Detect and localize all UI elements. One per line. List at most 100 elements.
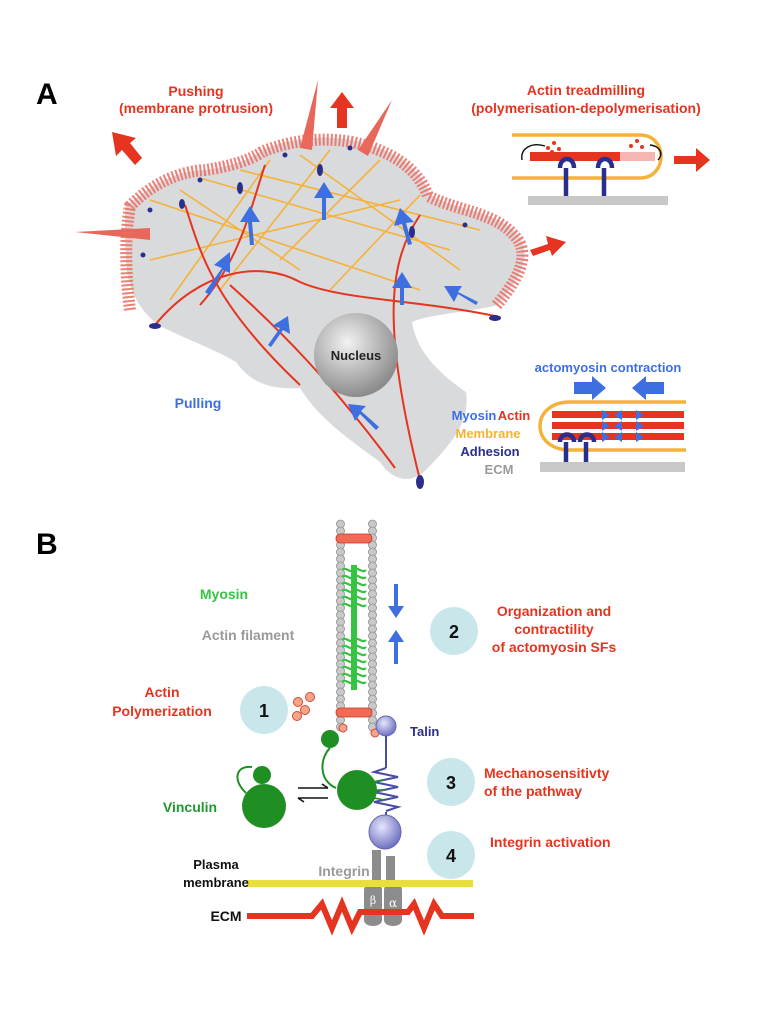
vinculin-bound-tail [321,730,339,748]
treadmill-arrow-icon [674,148,710,172]
down-arrow-icon [388,584,404,618]
svg-text:Mechanosensitivty: Mechanosensitivty [484,765,609,781]
legend-myosin: Myosin [452,408,497,423]
myosin-heads [602,410,644,442]
ecm-label: ECM [210,908,241,924]
pull-arrow-icon [268,316,290,347]
equilibrium-arrow-icon [297,783,329,803]
legend-adhesion: Adhesion [460,444,519,459]
stress-fibers [149,149,481,301]
treadmill-filament [530,152,620,161]
pushing-label-1: Pushing [168,83,223,99]
pull-arrow-icon [314,182,334,220]
myosin-head [341,574,367,580]
svg-text:2: 2 [449,622,459,642]
pull-arrow-icon [394,208,414,245]
myosin-head [341,595,367,601]
contraction-arrow-icon [574,376,606,400]
myosin-head [341,581,367,587]
myosin-head [341,602,367,608]
monomer-dots [546,139,644,154]
curved-arrow-icon [649,144,662,161]
svg-text:contractility: contractility [514,621,594,637]
legend-actin: Actin [498,408,531,423]
ecm-substrate [540,462,685,472]
treadmilling-inset: Actin treadmilling (polymerisation-depol… [471,82,710,205]
myosin-head [341,651,367,657]
actin-filament-label: Actin filament [202,627,295,643]
pull-arrow-icon [392,272,412,305]
panel-a-letter: A [36,78,58,111]
pull-arrow-icon [240,206,260,245]
step-2: 2 Organization and contractility of acto… [430,603,616,655]
talin-label: Talin [410,724,439,739]
pull-arrow-icon [348,404,379,430]
up-arrow-icon [388,630,404,664]
pushing-arrows [112,92,566,256]
filopodium-top2 [358,100,392,156]
nucleus [314,313,398,397]
actomyosin-inset: actomyosin contraction Myosin Actin Memb… [452,360,686,477]
integrin-alpha [384,882,402,926]
contraction-arrow-icon [632,376,664,400]
vinculin-free-head [242,784,286,828]
push-arrow-icon [112,132,142,165]
svg-text:of actomyosin SFs: of actomyosin SFs [492,639,617,655]
actin-cortex [120,133,529,311]
vinculin-label: Vinculin [163,799,217,815]
myosin-head [341,679,367,685]
myosin-head [341,658,367,664]
ecm-fiber [247,896,474,936]
vinculin-free-tail [253,766,271,784]
push-arrow-icon [530,236,566,256]
step-4: 4 Integrin activation [427,831,611,879]
pushing-label-2: (membrane protrusion) [119,100,273,116]
myosin-head [341,588,367,594]
myosin-label: Myosin [200,586,248,602]
myosin-head [341,672,367,678]
treadmill-label-1: Actin treadmilling [527,82,645,98]
actin-poly-label-2: Polymerization [112,703,212,719]
integrin-head [368,814,402,850]
actin-poly-label-1: Actin [145,684,180,700]
alpha-label: α [389,896,397,910]
integrin-alpha-tail [386,856,395,892]
legend-ecm: ECM [485,462,514,477]
svg-text:1: 1 [259,701,269,721]
myosin-filament [341,565,367,690]
pulling-label: Pulling [175,395,222,411]
push-arrow-icon [330,92,354,128]
svg-text:of the pathway: of the pathway [484,783,582,799]
filopodium-left [75,228,150,240]
crosslinkers [335,533,373,718]
actomyosin-label: actomyosin contraction [535,360,682,375]
panel-b: B Myosin Actin filament Actin Polymeriza… [36,519,616,936]
plasma-membrane [247,880,473,887]
plasma-label-2: membrane [183,875,249,890]
filopodium-top1 [300,80,318,150]
integrin-beta-tail [372,850,381,892]
integrin-label: Integrin [318,863,369,879]
adhesion-icon [595,156,615,200]
treadmill-filament-tail [620,152,655,161]
pull-arrow-icon [444,286,478,305]
adhesion-icon [557,156,577,200]
actin-monomers [292,692,380,738]
beta-label: β [370,894,376,907]
myosin-head [341,637,367,643]
integrin-beta [364,882,382,926]
svg-text:Integrin activation: Integrin activation [490,834,611,850]
myosin-head [341,644,367,650]
panel-a: A [36,78,710,489]
actin-filament-beads [336,519,377,732]
ecm-substrate [528,196,668,205]
svg-text:4: 4 [446,846,456,866]
svg-text:Organization and: Organization and [497,603,611,619]
curved-arrow-icon [521,144,546,161]
focal-adhesions [140,145,501,489]
pulling-arrows [205,182,478,430]
nucleus-label: Nucleus [331,348,382,363]
myosin-head [341,567,367,573]
legend-membrane: Membrane [455,426,520,441]
